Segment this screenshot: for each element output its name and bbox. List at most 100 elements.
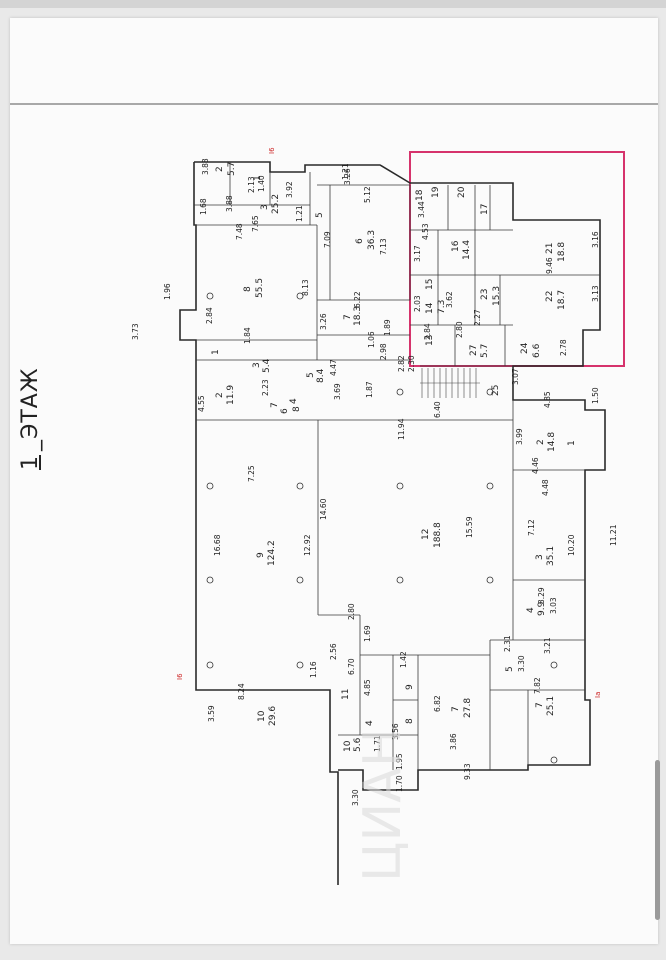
scrollbar[interactable] <box>655 760 660 920</box>
dimension: 1.50 <box>591 387 600 404</box>
room-num: 9 <box>405 684 415 690</box>
room-num: 3 <box>260 204 270 210</box>
dimension: 7.13 <box>379 238 388 255</box>
room-num: 9 <box>256 552 266 558</box>
dimension: 9.46 <box>545 257 554 274</box>
dimension: 1.06 <box>367 331 376 348</box>
axis-markers: I6 I6 Ia <box>176 147 602 698</box>
dimension: 3.03 <box>549 597 558 614</box>
room-num: 7 <box>535 702 545 708</box>
dimension: 7.09 <box>323 231 332 248</box>
interior-walls <box>194 162 600 770</box>
room-num: 2 <box>215 392 225 398</box>
room-num: 3 <box>252 362 262 368</box>
dimension: 3.88 <box>201 158 210 175</box>
room-area: 25.1 <box>546 696 556 716</box>
dimension: 3.56 <box>391 723 400 740</box>
dimension: 6.22 <box>353 291 362 308</box>
room-num: 13 <box>425 335 435 346</box>
stair <box>420 368 480 398</box>
dimension: 2.78 <box>559 339 568 356</box>
room-num: 4 <box>526 607 536 613</box>
dimension: 2.84 <box>205 307 214 324</box>
dimension: 5.12 <box>363 186 372 203</box>
room-area: 11.9 <box>226 385 236 405</box>
dimension: 4.48 <box>541 479 550 496</box>
room-num: 1 <box>211 349 221 355</box>
dimension: 7.65 <box>251 215 260 232</box>
room-num: 5 <box>505 666 515 672</box>
dimension: 1.40 <box>257 175 266 192</box>
room-area: 188.8 <box>433 522 443 548</box>
dimension: 8.24 <box>237 683 246 700</box>
room-num: 23 <box>480 289 490 300</box>
axis-mark: I6 <box>268 147 276 154</box>
dimension: 4.46 <box>531 457 540 474</box>
dimension: 1.21 <box>295 205 304 222</box>
dimension: 3.86 <box>449 733 458 750</box>
room-num: 10 <box>343 740 353 752</box>
room-num: 5 <box>306 372 316 378</box>
dimension: 16.68 <box>213 534 222 556</box>
room-num: 4 <box>365 720 375 726</box>
dimension: 8.13 <box>301 279 310 296</box>
dimension: 1.96 <box>163 283 172 300</box>
room-num: 17 <box>480 204 490 215</box>
room-area: 6.6 <box>532 343 542 358</box>
room-num: 1 <box>567 440 577 446</box>
room-area: 18.7 <box>557 290 567 310</box>
dimension: 7.48 <box>235 223 244 240</box>
room-num: 24 <box>520 342 530 354</box>
axis-mark: I6 <box>176 673 184 680</box>
paper-sheet <box>10 18 658 944</box>
room-num: 6 <box>280 408 290 414</box>
room-num: 18 <box>415 189 425 201</box>
dimension: 3.26 <box>319 313 328 330</box>
dimension: 3.92 <box>285 181 294 198</box>
dimension: 4.55 <box>197 395 206 412</box>
dimension: 1.69 <box>363 625 372 642</box>
dimension: 1.71 <box>373 735 382 752</box>
room-area: 8.4 <box>316 368 326 383</box>
dimension: 12.92 <box>303 534 312 556</box>
room-num: 8 <box>243 286 253 292</box>
floor-number: 1 <box>18 455 43 470</box>
dimension: 2.23 <box>261 379 270 396</box>
room-area: 29.6 <box>268 706 278 726</box>
dimension: 2.27 <box>473 309 482 326</box>
room-area: 18.8 <box>557 242 567 262</box>
room-num: 2 <box>215 166 225 172</box>
room-num: 14 <box>425 302 435 314</box>
dimension: 1.42 <box>399 651 408 668</box>
dimension: 4.53 <box>421 223 430 240</box>
dimension: 3.21 <box>543 637 552 654</box>
dimension: 3.17 <box>413 245 422 262</box>
room-num: 7 <box>451 706 461 712</box>
dimension: 2.80 <box>455 321 464 338</box>
dimension: 3.69 <box>333 383 342 400</box>
dimension: 6.70 <box>347 658 356 675</box>
dimension: 3.13 <box>591 285 600 302</box>
highlight-frame <box>409 151 625 367</box>
dimension: 2.03 <box>413 295 422 312</box>
dimension: 4.85 <box>543 391 552 408</box>
room-num: 6 <box>355 238 365 244</box>
room-area: 15.3 <box>492 286 502 306</box>
room-area: 18.3 <box>353 306 363 326</box>
room-num: 3 <box>535 554 545 560</box>
axis-mark: Ia <box>594 692 602 698</box>
room-num: 4 <box>289 398 299 404</box>
dimension: 3.73 <box>131 323 140 340</box>
room-area: 27.8 <box>463 698 473 718</box>
dimension: 2.82 <box>397 355 406 372</box>
columns <box>206 292 558 764</box>
dimension: 1.89 <box>383 319 392 336</box>
dimension: 3.16 <box>591 231 600 248</box>
dimension: 9.33 <box>463 763 472 780</box>
room-labels: 1 2 5.7 3 25.2 5 6 36.3 7 18.3 8 55.5 1 … <box>211 162 577 752</box>
room-num: 10 <box>257 710 267 722</box>
dimension: 2.56 <box>329 643 338 660</box>
dimension: 2.98 <box>379 343 388 360</box>
dimension: 11.21 <box>609 524 618 546</box>
